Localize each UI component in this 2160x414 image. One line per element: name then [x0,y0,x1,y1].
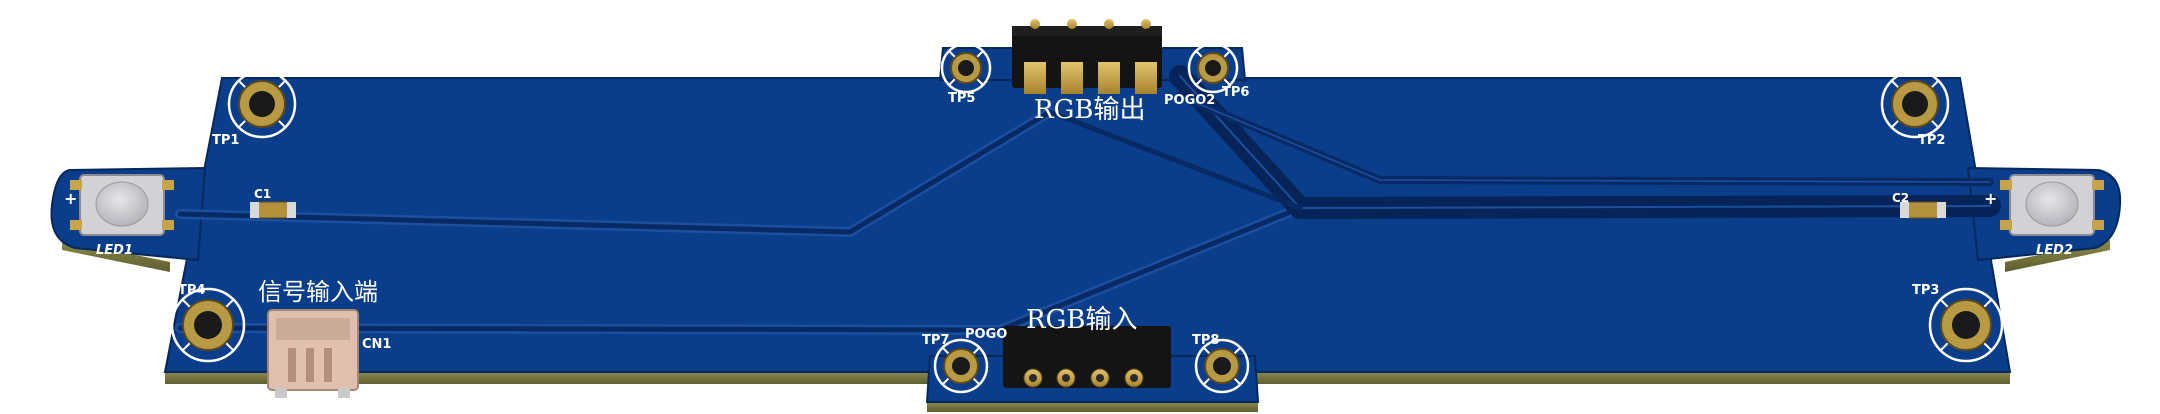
tp2-label: TP2 [1918,133,1945,148]
tp2-hole [1880,69,1950,139]
pogo-bottom-label: POGO [965,327,1007,342]
rgb-input-label: RGB输入 [1026,305,1137,335]
tp1-hole [227,69,297,139]
pogo-connector-top [1012,19,1162,94]
led2-plus-label: + [1984,189,1997,208]
tp3-hole [1928,287,2004,363]
tp4-label: TP4 [178,283,205,298]
rgb-output-label: RGB输出 [1034,95,1145,125]
led-right [2000,174,2104,236]
tp6-hole [1187,42,1239,94]
tp5-label: TP5 [948,91,975,106]
pogo-top-label: POGO2 [1164,93,1215,108]
signal-input-label: 信号输入端 [258,278,378,306]
tp8-label: TP8 [1192,333,1219,348]
tp5-hole [940,42,992,94]
capacitor-c1 [250,201,296,219]
mounting-holes [170,42,2004,394]
tp1-label: TP1 [212,133,239,148]
copper-traces [175,65,2001,335]
connector-cn1-label: CN1 [362,337,391,352]
tp4-hole [170,287,246,363]
tp6-label: TP6 [1222,85,1249,100]
pogo-connector-bottom [1003,326,1171,388]
c1-label: C1 [254,187,271,201]
led1-label: LED1 [96,243,133,258]
tp7-label: TP7 [922,333,949,348]
tp8-hole [1194,338,1250,394]
tp7-hole [933,338,989,394]
tp3-label: TP3 [1912,283,1939,298]
led-left [70,174,174,236]
capacitor-c2 [1900,201,1946,219]
c2-label: C2 [1892,191,1909,205]
led1-plus-label: + [64,189,77,208]
signal-input-connector [267,309,359,398]
led2-label: LED2 [2036,243,2073,258]
